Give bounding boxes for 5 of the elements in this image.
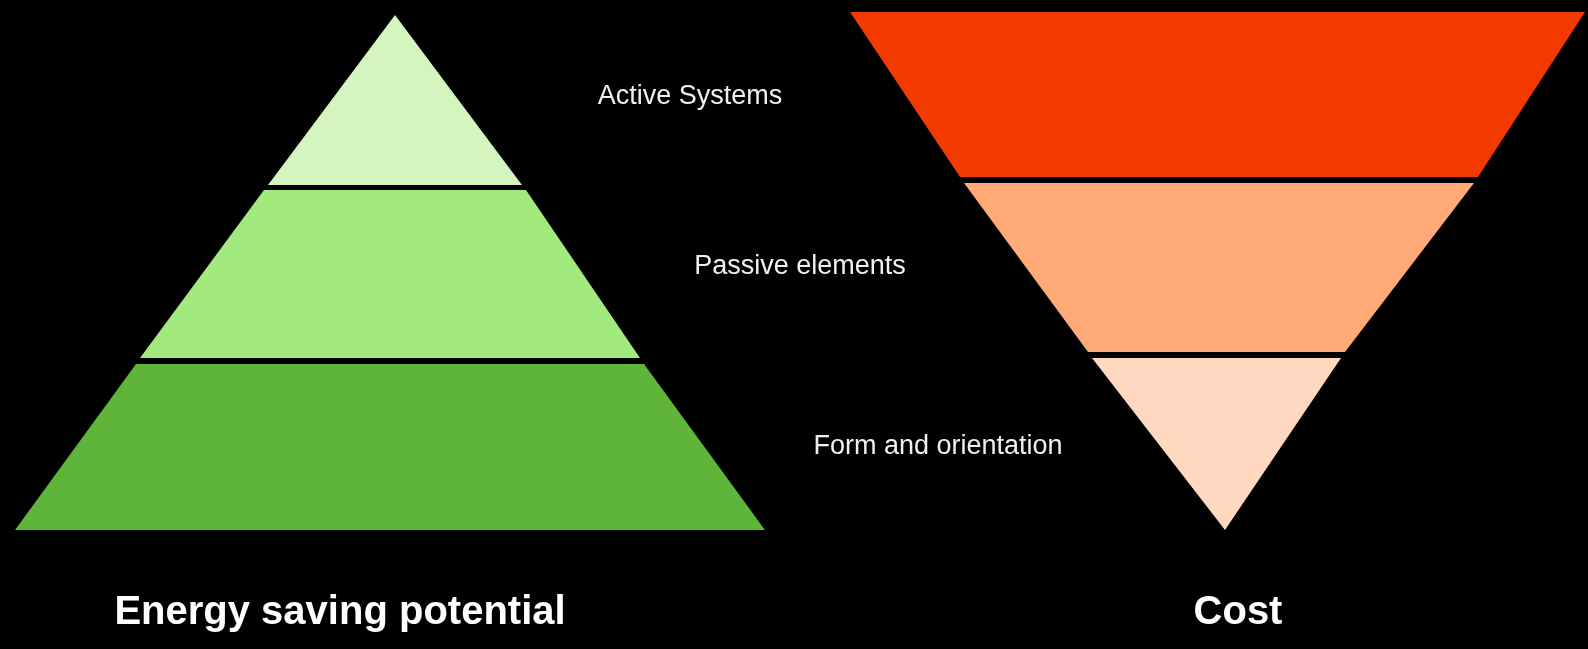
level-label: Form and orientation	[813, 429, 1063, 461]
pyramid-caption: Energy saving potential	[114, 587, 566, 633]
pyramid-caption: Cost	[1193, 587, 1283, 633]
level-label: Active Systems	[597, 79, 783, 111]
level-label: Passive elements	[694, 249, 906, 281]
